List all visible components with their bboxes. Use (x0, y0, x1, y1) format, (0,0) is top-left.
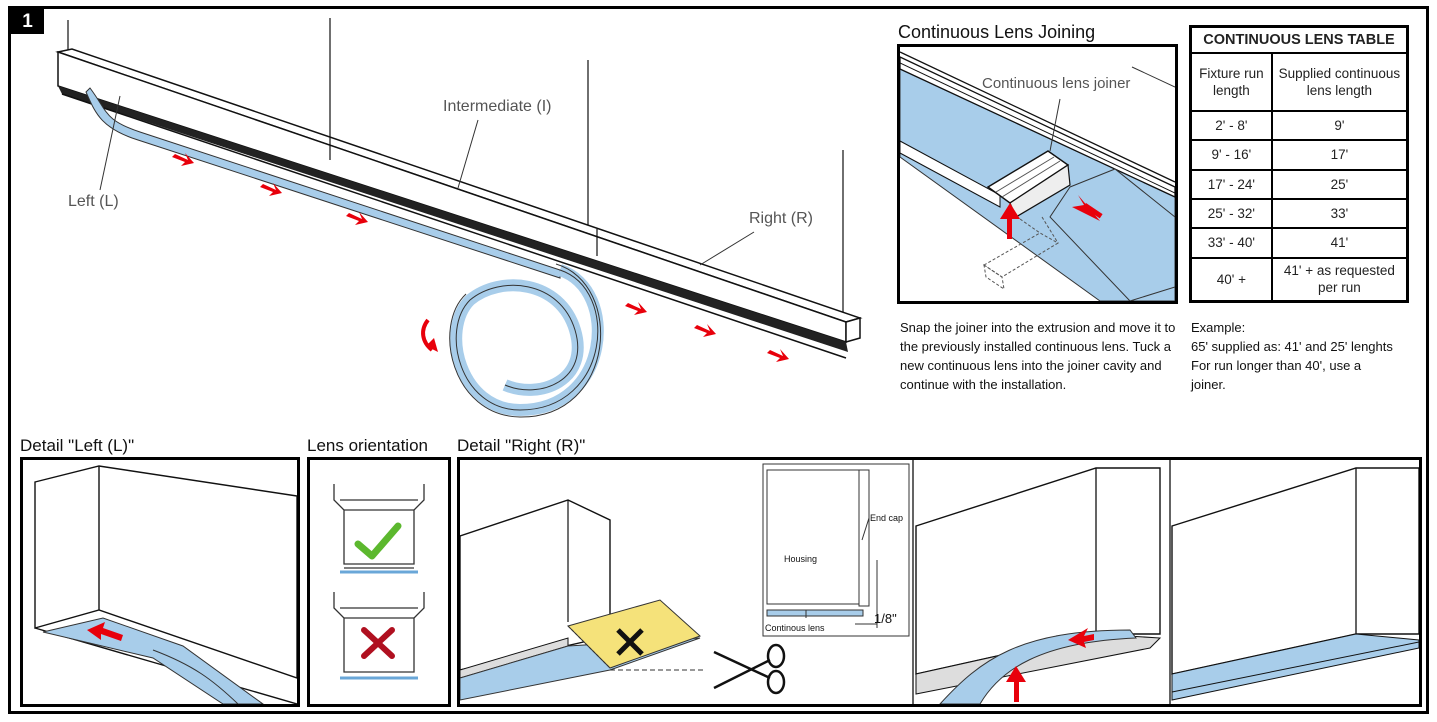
joining-illustration (900, 51, 1175, 301)
detail-left-title: Detail "Left (L)" (20, 436, 135, 455)
table-cell-run: 33' - 40' (1189, 227, 1273, 259)
table-cell-supplied: 25' (1270, 168, 1409, 200)
joining-description: Snap the joiner into the extrusion and m… (900, 320, 1176, 392)
table-cell-run: 9' - 16' (1189, 139, 1273, 171)
detail-right-illustration (460, 460, 1419, 704)
table-cell-run: 17' - 24' (1189, 168, 1273, 200)
detail-right-panel: Housing End cap Continous lens 1/8" (457, 457, 1422, 707)
table-cell-supplied: 9' (1270, 109, 1409, 142)
lens-table: CONTINUOUS LENS TABLE Fixture run length… (1189, 25, 1409, 303)
joining-diagram: Continuous lens joiner (897, 44, 1178, 304)
inset-gap-label: 1/8" (874, 611, 897, 626)
orientation-title: Lens orientation (307, 436, 428, 455)
table-cell-run: 25' - 32' (1189, 197, 1273, 230)
inset-lens-label: Continous lens (765, 623, 825, 633)
example-line2: For run longer than 40', use a joiner. (1191, 358, 1362, 392)
table-cell-run: 2' - 8' (1189, 109, 1273, 142)
lens-table-title: CONTINUOUS LENS TABLE (1189, 25, 1409, 54)
inset-housing-label: Housing (784, 554, 818, 564)
page-frame (8, 6, 1429, 714)
orientation-illustration (333, 484, 425, 680)
joining-title: Continuous Lens Joining (898, 22, 1096, 42)
example-heading: Example: (1191, 320, 1246, 335)
table-cell-supplied: 17' (1270, 139, 1409, 171)
detail-right-title: Detail "Right (R)" (457, 436, 586, 455)
joiner-label: Continuous lens joiner (982, 75, 1131, 92)
main-illustration (55, 18, 863, 418)
detail-left-panel (20, 457, 300, 707)
label-left: Left (L) (68, 193, 119, 210)
detail-left-illustration (34, 465, 297, 704)
lens-table-col1-header: Fixture run length (1189, 52, 1273, 112)
label-intermediate: Intermediate (I) (443, 98, 552, 115)
step-number: 1 (11, 9, 44, 34)
table-cell-supplied: 41' + as requested per run (1270, 256, 1409, 303)
label-right: Right (R) (749, 210, 814, 227)
table-cell-supplied: 41' (1270, 227, 1409, 259)
orientation-panel (307, 457, 451, 707)
lens-table-col2-header: Supplied continuous lens length (1270, 52, 1409, 112)
table-cell-run: 40' + (1189, 256, 1273, 303)
example-line1: 65' supplied as: 41' and 25' lenghts (1191, 339, 1393, 354)
table-cell-supplied: 33' (1270, 197, 1409, 230)
inset-endcap-label: End cap (870, 513, 904, 523)
